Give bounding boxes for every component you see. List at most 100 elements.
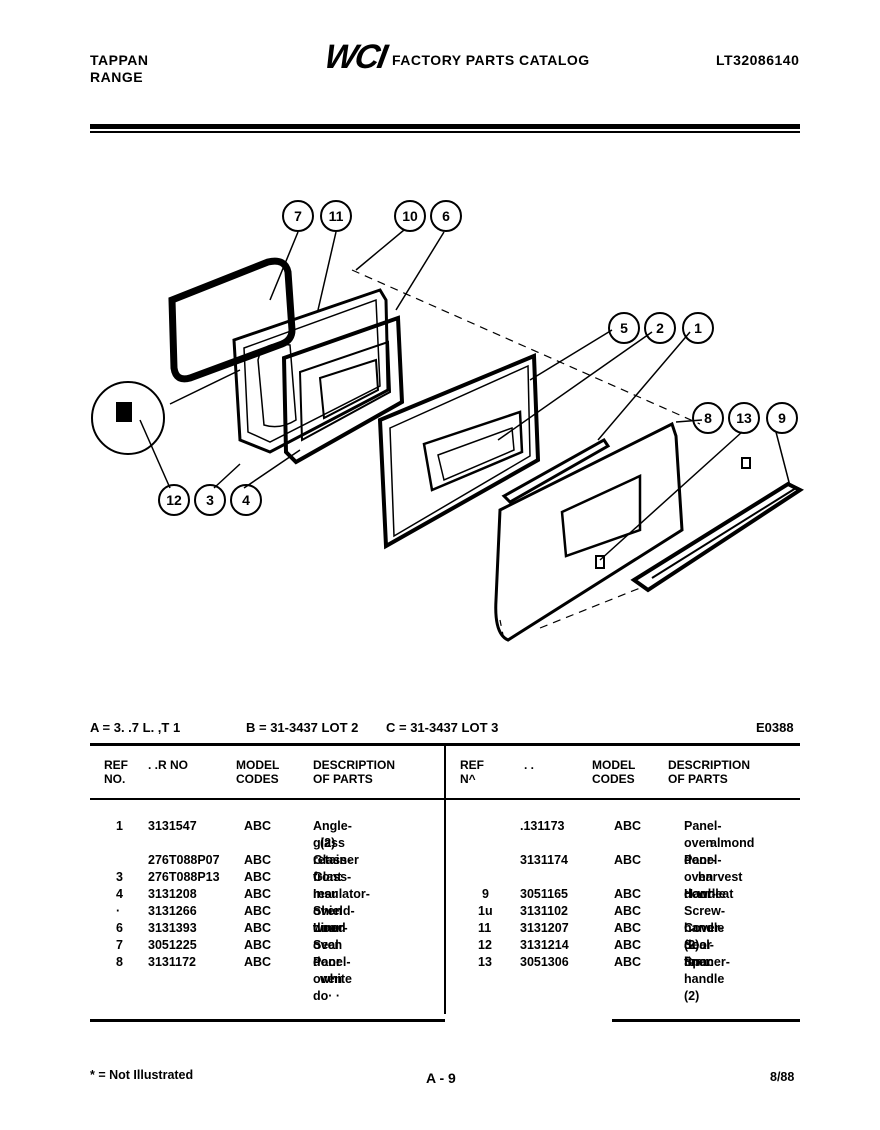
right-header-desc: DESCRIPTION OF PARTS <box>668 758 751 786</box>
lot-c: C = 31-3437 LOT 3 <box>386 720 499 735</box>
header-rule-thick <box>90 124 800 129</box>
left-row-5-ref: · <box>116 904 121 918</box>
callout-7: 7 <box>294 208 302 224</box>
liner-part <box>232 288 390 454</box>
right-row-3-part: 3051165 <box>520 887 568 901</box>
callout-3: 3 <box>206 492 214 508</box>
table-rule-bottom-right <box>612 1019 800 1022</box>
right-row-6-part: 3131214 <box>520 938 569 952</box>
left-row-4-model: ABC <box>244 887 272 901</box>
left-row-4-desc: Insulator-oven door <box>313 887 370 935</box>
left-header-part: . .R NO <box>148 758 189 772</box>
right-row-6-ref: 12 <box>478 938 492 952</box>
glass-frame-part <box>377 353 541 550</box>
brand-line-2: RANGE <box>90 69 144 85</box>
right-row-4-part: 3131102 <box>520 904 568 918</box>
left-row-5-desc: Shield-wood <box>313 904 355 935</box>
right-row-7-desc: Spacer-handle (2) <box>684 955 730 1003</box>
right-header-part: . . <box>524 758 535 772</box>
right-row-5-part: 3131207 <box>520 921 569 935</box>
page-number: A - 9 <box>426 1070 456 1086</box>
callout-10: 10 <box>402 208 418 224</box>
brand-line-1: TAPPAN <box>90 52 149 68</box>
table-rule-top <box>90 743 800 746</box>
left-header-ref: REF NO. <box>104 758 128 786</box>
right-row-2-desc: Panel-oven door- <box>684 853 722 901</box>
left-row-7-ref: 7 <box>116 938 123 952</box>
right-row-1-part: .131173 <box>520 819 565 833</box>
right-row-1-desc2: almond <box>710 836 755 850</box>
right-row-5-desc: Cover-door liner <box>684 921 724 969</box>
left-row-1-model: ABC <box>244 819 272 833</box>
right-header-model: MODEL CODES <box>592 758 636 786</box>
catalog-date: 8/88 <box>770 1070 795 1084</box>
callout-6: 6 <box>442 208 450 224</box>
left-row-3-desc: Glass-rear <box>313 870 352 901</box>
left-row-6-desc: Liner-oven door <box>313 921 348 969</box>
right-row-4-model: ABC <box>614 904 642 918</box>
callout-9: 9 <box>778 410 786 426</box>
left-row-7-desc: Seal <box>313 938 339 952</box>
callout-1: 1 <box>694 320 702 336</box>
left-row-6-part: 3131393 <box>148 921 197 935</box>
right-row-4-desc: Screw-handle (2) <box>684 904 725 952</box>
right-row-7-model: ABC <box>614 955 642 969</box>
lot-b: B = 31-3437 LOT 2 <box>246 720 359 735</box>
left-row-2-desc: Glass-front <box>313 853 352 884</box>
right-row-6-desc: Seal-foam <box>684 938 714 969</box>
left-row-8-part: 3131172 <box>148 955 196 969</box>
left-row-5-part: 3131266 <box>148 904 197 918</box>
left-row-1-desc2: (2) <box>320 836 336 850</box>
left-row-6-ref: 6 <box>116 921 123 935</box>
left-row-2-model: ABC <box>244 853 272 867</box>
callout-4: 4 <box>242 492 250 508</box>
left-row-3-part: 276T088P13 <box>148 870 220 884</box>
right-header-ref: REF N^ <box>460 758 484 786</box>
right-row-1-desc: Panel-oven door- <box>684 819 722 867</box>
callout-2: 2 <box>656 320 664 336</box>
seal-foam-inset <box>91 381 165 455</box>
right-row-2-model: ABC <box>614 853 642 867</box>
right-row-2-part: 3131174 <box>520 853 568 867</box>
callout-8: 8 <box>704 410 712 426</box>
right-row-3-model: ABC <box>614 887 642 901</box>
right-row-3-desc: Handle <box>684 887 726 901</box>
left-row-7-model: ABC <box>244 938 272 952</box>
exploded-door-diagram: 7 11 10 6 5 2 1 8 13 9 12 3 4 <box>91 200 804 642</box>
right-row-7-ref: 13 <box>478 955 492 969</box>
right-row-5-model: ABC <box>614 921 642 935</box>
left-row-5-model: ABC <box>244 904 272 918</box>
right-row-5-ref: 11 <box>478 921 492 935</box>
not-illustrated-note: * = Not Illustrated <box>90 1068 194 1082</box>
left-row-3-ref: 3 <box>116 870 123 884</box>
left-row-8-desc: Panel-oven do· · <box>313 955 351 1003</box>
right-row-6-model: ABC <box>614 938 642 952</box>
right-row-1-model: ABC <box>614 819 642 833</box>
lot-a: A = 3. .7 L. ,T 1 <box>90 720 181 735</box>
left-row-2-part: 276T088P07 <box>148 853 220 867</box>
callout-12: 12 <box>166 492 182 508</box>
outer-panel-part <box>494 421 684 642</box>
left-row-8-model: ABC <box>244 955 272 969</box>
left-header-model: MODEL CODES <box>236 758 280 786</box>
table-column-divider <box>444 746 446 1014</box>
left-row-3-model: ABC <box>244 870 272 884</box>
left-row-8-desc2: white <box>320 972 352 986</box>
handle-part <box>630 481 804 593</box>
diagram-code: E0388 <box>756 720 794 735</box>
spacer-part <box>595 555 605 569</box>
catalog-id: LT32086140 <box>716 52 800 68</box>
right-row-7-part: 3051306 <box>520 955 569 969</box>
callout-13: 13 <box>736 410 752 426</box>
brand-block: TAPPAN RANGE <box>90 52 148 86</box>
left-row-4-part: 3131208 <box>148 887 197 901</box>
left-row-7-part: 3051225 <box>148 938 197 952</box>
left-row-4-ref: 4 <box>116 887 123 901</box>
callout-11: 11 <box>329 208 344 224</box>
left-row-1-ref: 1 <box>116 819 123 833</box>
right-row-3-ref: 9 <box>482 887 489 901</box>
left-row-8-ref: 8 <box>116 955 123 969</box>
catalog-title: FACTORY PARTS CATALOG <box>392 52 590 68</box>
seal-part <box>168 257 296 383</box>
right-row-2-desc2: harvest wheat <box>698 870 743 901</box>
